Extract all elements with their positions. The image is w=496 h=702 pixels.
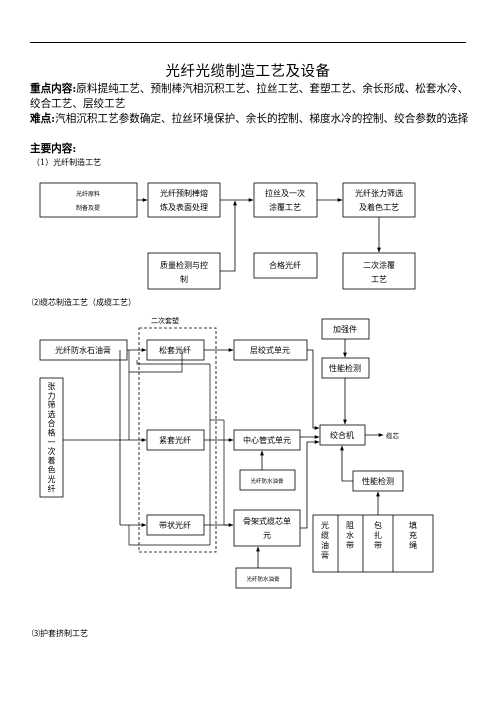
key-content-text: 原料提纯工艺、预制棒汽相沉积工艺、拉丝工艺、套塑工艺、余长形成、松套水冷、绞合工… bbox=[30, 83, 469, 110]
qualified-fiber-box bbox=[253, 252, 318, 279]
central-tube-label: 中心管式单元 bbox=[243, 435, 291, 445]
strength-member-label: 加强件 bbox=[333, 324, 357, 334]
layer-to-strander bbox=[307, 349, 320, 430]
difficulty-text: 汽相沉积工艺参数确定、拉丝环境保护、余长的控制、梯度水冷的控制、绞合参数的选择 bbox=[55, 113, 469, 125]
material-char: 带 bbox=[346, 541, 354, 550]
grease-small-1-box bbox=[239, 469, 296, 491]
preform-line-2: 炼及表面处理 bbox=[160, 202, 208, 212]
screening-line-1: 光纤张力筛选 bbox=[355, 188, 403, 198]
tension-screening-char: 次 bbox=[48, 446, 56, 456]
main-content-label: 主要内容: bbox=[30, 143, 77, 155]
material-char: 油 bbox=[321, 540, 329, 550]
layer-unit-label: 层绞式单元 bbox=[250, 345, 290, 355]
loose-tube-label: 松套光纤 bbox=[159, 345, 191, 355]
grease-label: 光纤防水石油膏 bbox=[55, 345, 111, 355]
material-char: 绳 bbox=[409, 540, 417, 550]
drawing-line-2: 涂覆工艺 bbox=[269, 202, 301, 212]
difficulty-label: 难点: bbox=[30, 113, 56, 125]
header-rule bbox=[30, 42, 466, 43]
skeleton-to-strander bbox=[300, 440, 320, 529]
quality-line-1: 质量检测与控 bbox=[160, 260, 208, 270]
ribbon-fiber-label: 带状光纤 bbox=[159, 520, 191, 530]
strander-label: 绞合机 bbox=[330, 430, 354, 440]
cable-core-label: 缆芯 bbox=[386, 431, 400, 440]
tension-screening-char: 格 bbox=[48, 428, 56, 438]
bypass-line-2 bbox=[136, 360, 190, 365]
raw-material-line-1: 光纤原料 bbox=[76, 190, 100, 198]
strength-member-box bbox=[321, 318, 370, 340]
section-3-heading: ⑶护套挤制工艺 bbox=[32, 629, 88, 638]
qualified-fiber-label: 合格光纤 bbox=[269, 260, 301, 270]
quality-feedback-arrow bbox=[220, 200, 237, 272]
tension-screening-char: 色 bbox=[48, 465, 56, 475]
material-char: 扎 bbox=[374, 530, 382, 540]
difficulty-paragraph: 难点:汽相沉积工艺参数确定、拉丝环境保护、余长的控制、梯度水冷的控制、绞合参数的… bbox=[30, 112, 470, 127]
tension-screening-box bbox=[39, 377, 64, 498]
grease-small-1-label: 光纤防水油膏 bbox=[250, 477, 284, 485]
material-char: 充 bbox=[409, 530, 417, 540]
key-content-label: 重点内容: bbox=[30, 83, 77, 95]
performance-check-top-box bbox=[321, 357, 370, 379]
grease-small-2-label: 光纤防水油膏 bbox=[246, 575, 280, 583]
material-char: 阻 bbox=[346, 521, 354, 530]
second-coating-line-1: 二次涂覆 bbox=[363, 260, 395, 270]
material-char: 水 bbox=[346, 530, 354, 540]
section-2-heading: ⑵缆芯制造工艺（成缆工艺） bbox=[32, 298, 136, 307]
performance-check-top-label: 性能检测 bbox=[329, 363, 361, 373]
section-1-heading: （1）光纤制造工艺 bbox=[32, 158, 102, 167]
materials-box bbox=[312, 514, 434, 573]
arrow-perf2-to-strander bbox=[340, 445, 353, 482]
material-char: 包 bbox=[374, 520, 382, 530]
performance-check-bottom-label: 性能检测 bbox=[362, 476, 394, 486]
tight-buffer-label: 紧套光纤 bbox=[159, 435, 191, 445]
material-char: 膏 bbox=[321, 550, 329, 560]
bypass-line-1 bbox=[128, 350, 183, 373]
tension-screening-char: 合 bbox=[48, 418, 56, 428]
skeleton-unit-box bbox=[233, 509, 301, 547]
tension-screening-char: 纤 bbox=[48, 483, 56, 493]
central-tube-box bbox=[233, 429, 301, 451]
material-char: 缆 bbox=[321, 530, 329, 540]
tension-screening-char: 张 bbox=[48, 382, 56, 391]
tension-screening-char: 力 bbox=[48, 390, 56, 400]
material-char: 光 bbox=[321, 520, 329, 530]
drawing-line-1: 拉丝及一次 bbox=[265, 188, 305, 198]
tension-screening-char: 一 bbox=[48, 438, 56, 447]
main-content-heading: 主要内容: bbox=[30, 142, 470, 157]
key-content-paragraph: 重点内容:原料提纯工艺、预制棒汽相沉积工艺、拉丝工艺、套塑工艺、余长形成、松套水… bbox=[30, 82, 470, 112]
material-char: 带 bbox=[374, 541, 382, 550]
grease-small-2-box bbox=[235, 567, 292, 589]
second-coating-box bbox=[342, 252, 416, 290]
skeleton-line-1: 骨架式缆芯单 bbox=[243, 516, 291, 526]
raw-material-line-2: 制备及提 bbox=[76, 204, 100, 212]
second-coating-line-2: 工艺 bbox=[371, 275, 387, 284]
preform-line-1: 光纤预制棒熔 bbox=[160, 188, 208, 198]
second-coat-label: 二次套塑 bbox=[151, 316, 179, 325]
skeleton-line-2: 元 bbox=[263, 531, 271, 540]
tension-screening-char: 着 bbox=[48, 455, 56, 465]
tension-screening-char: 筛 bbox=[48, 400, 56, 410]
material-char: 填 bbox=[409, 520, 417, 530]
tension-screening-char: 选 bbox=[48, 409, 56, 419]
tension-screening-char: 光 bbox=[48, 474, 56, 484]
screening-line-2: 及着色工艺 bbox=[359, 202, 399, 212]
quality-line-2: 制 bbox=[180, 274, 188, 284]
page-title: 光纤光缆制造工艺及设备 bbox=[165, 64, 331, 80]
